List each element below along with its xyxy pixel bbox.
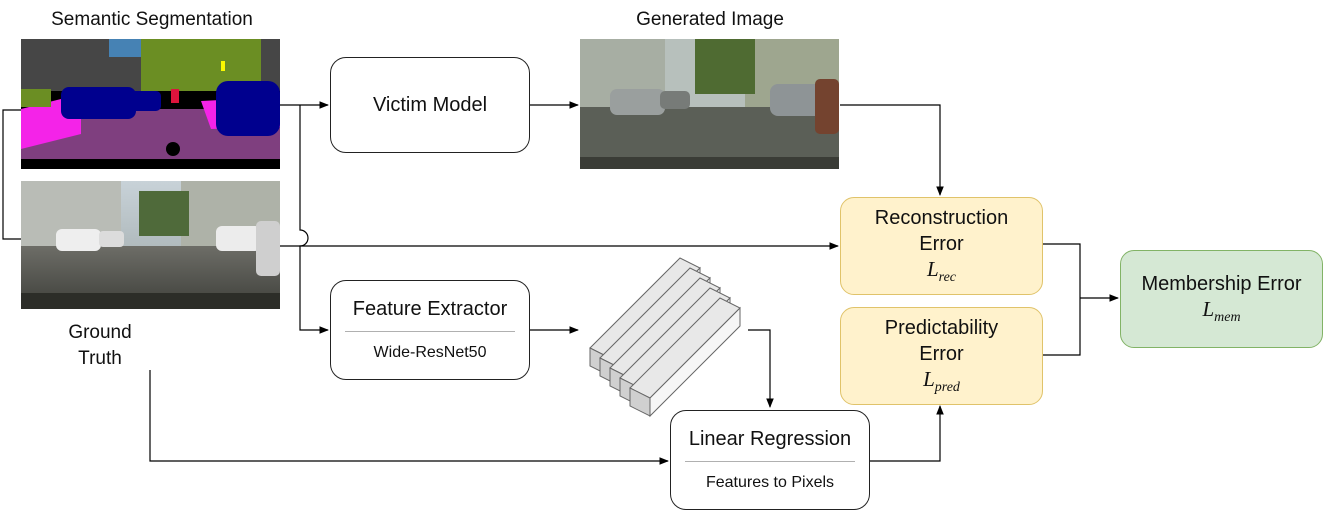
feature-extractor-label: Feature Extractor	[352, 298, 508, 320]
generated-image-label: Generated Image	[636, 9, 784, 30]
victim-model-label: Victim Model	[372, 93, 488, 116]
reconstruction-error-line2: Error	[919, 233, 964, 256]
reconstruction-error-line1: Reconstruction	[874, 207, 1009, 230]
ground-truth-line1: Ground	[68, 322, 132, 343]
membership-error-box: Membership Error Lmem	[1120, 250, 1323, 348]
ground-truth-line2: Truth	[78, 348, 122, 369]
semantic-segmentation-label: Semantic Segmentation	[51, 9, 253, 30]
feature-extractor-sublabel: Wide-ResNet50	[373, 344, 487, 361]
membership-error-label: Membership Error	[1141, 273, 1302, 296]
victim-model-box: Victim Model	[330, 57, 530, 153]
feature-stack	[589, 257, 741, 418]
predictability-error-line2: Error	[919, 343, 964, 366]
linear-regression-box: Linear Regression Features to Pixels	[670, 410, 870, 510]
linear-regression-label: Linear Regression	[688, 428, 852, 450]
feature-extractor-divider	[345, 331, 515, 332]
membership-error-symbol: Lmem	[1202, 297, 1241, 326]
reconstruction-error-symbol: Lrec	[926, 257, 957, 286]
predictability-error-symbol: Lpred	[923, 367, 960, 396]
linear-regression-divider	[685, 461, 855, 462]
ground-truth-label: Ground Truth	[40, 320, 160, 372]
reconstruction-error-box: Reconstruction Error Lrec	[840, 197, 1043, 295]
linear-regression-sublabel: Features to Pixels	[705, 474, 835, 491]
predictability-error-box: Predictability Error Lpred	[840, 307, 1043, 405]
predictability-error-line1: Predictability	[884, 317, 999, 340]
feature-extractor-box: Feature Extractor Wide-ResNet50	[330, 280, 530, 380]
